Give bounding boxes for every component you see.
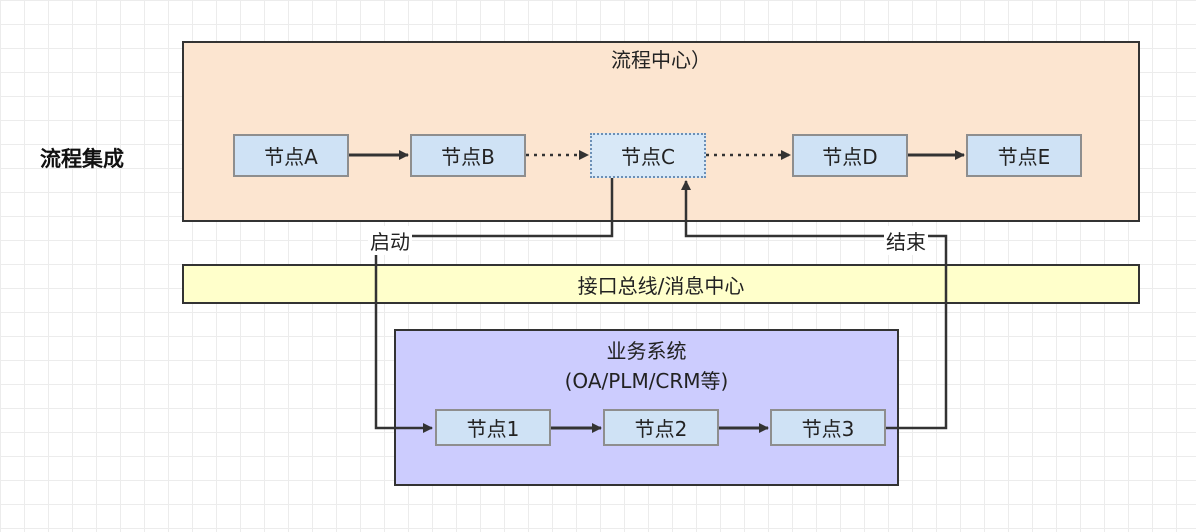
message-bus-label: 接口总线/消息中心 [577, 273, 745, 298]
node-b[interactable]: 节点B [410, 134, 526, 177]
business-system-title-line1: 业务系统 [606, 339, 687, 363]
start-label: 启动 [368, 226, 412, 255]
node-d[interactable]: 节点D [792, 134, 908, 177]
start-connector [374, 178, 614, 433]
node-a[interactable]: 节点A [233, 134, 349, 177]
process-center-title: 流程中心） [611, 48, 711, 72]
business-system-title: 业务系统 (OA/PLM/CRM等) [394, 336, 899, 396]
message-bus: 接口总线/消息中心 [182, 264, 1140, 304]
node-1[interactable]: 节点1 [435, 409, 551, 446]
integration-label: 流程集成 [40, 147, 124, 171]
end-connector [681, 180, 948, 430]
business-system-container [394, 329, 899, 486]
business-system-title-line2: (OA/PLM/CRM等) [564, 369, 729, 393]
process-center-container [182, 41, 1140, 222]
node-3[interactable]: 节点3 [770, 409, 886, 446]
node-e[interactable]: 节点E [966, 134, 1082, 177]
node-2[interactable]: 节点2 [603, 409, 719, 446]
end-label: 结束 [884, 226, 928, 255]
node-c[interactable]: 节点C [590, 133, 706, 178]
